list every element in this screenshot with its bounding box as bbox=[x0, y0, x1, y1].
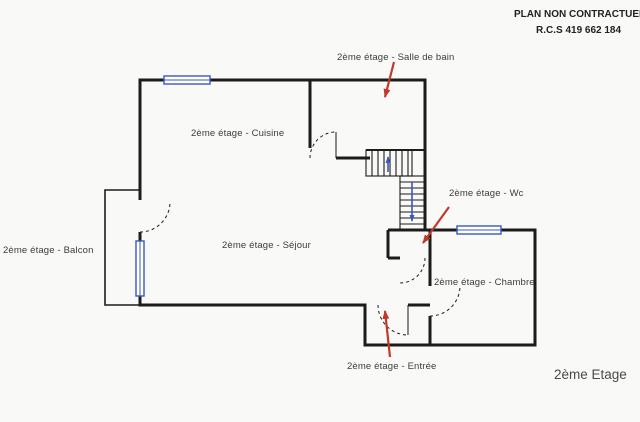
door-arcs bbox=[139, 131, 461, 336]
entrance-door-arc-icon bbox=[377, 304, 409, 336]
balcony-walls bbox=[104, 189, 140, 306]
staircase-icon bbox=[365, 149, 426, 231]
room-label-salle-de-bain: 2ème étage - Salle de bain bbox=[337, 52, 455, 63]
bedroom-window-icon bbox=[456, 225, 502, 235]
windows bbox=[135, 75, 502, 297]
stair-direction-arrows bbox=[385, 156, 415, 222]
room-label-chambre: 2ème étage - Chambre bbox=[434, 277, 535, 288]
pointer-arrows bbox=[382, 61, 450, 358]
room-label-wc: 2ème étage - Wc bbox=[449, 188, 524, 199]
room-label-sejour: 2ème étage - Séjour bbox=[222, 240, 311, 251]
wc-door-arc-icon bbox=[399, 257, 426, 284]
kitchen-door-arc-icon bbox=[309, 131, 337, 159]
plan-disclaimer: PLAN NON CONTRACTUEL bbox=[514, 9, 640, 20]
balcony-door-gap bbox=[136, 200, 144, 232]
bathroom-pointer-arrow-icon bbox=[383, 61, 396, 98]
rcs-registration: R.C.S 419 662 184 bbox=[536, 25, 622, 36]
outer-walls bbox=[138, 78, 537, 347]
bedroom-door-arc-icon bbox=[429, 285, 461, 317]
room-label-cuisine: 2ème étage - Cuisine bbox=[191, 128, 285, 139]
floor-title: 2ème Etage bbox=[554, 367, 627, 382]
wc-pointer-arrow-icon bbox=[422, 206, 450, 244]
entrance-pointer-arrow-icon bbox=[382, 310, 392, 358]
room-label-entree: 2ème étage - Entrée bbox=[347, 361, 437, 372]
kitchen-window-icon bbox=[163, 75, 211, 85]
balcony-door-arc-icon bbox=[139, 201, 171, 233]
balcony-window-icon bbox=[135, 240, 145, 297]
room-label-balcon: 2ème étage - Balcon bbox=[3, 245, 94, 256]
